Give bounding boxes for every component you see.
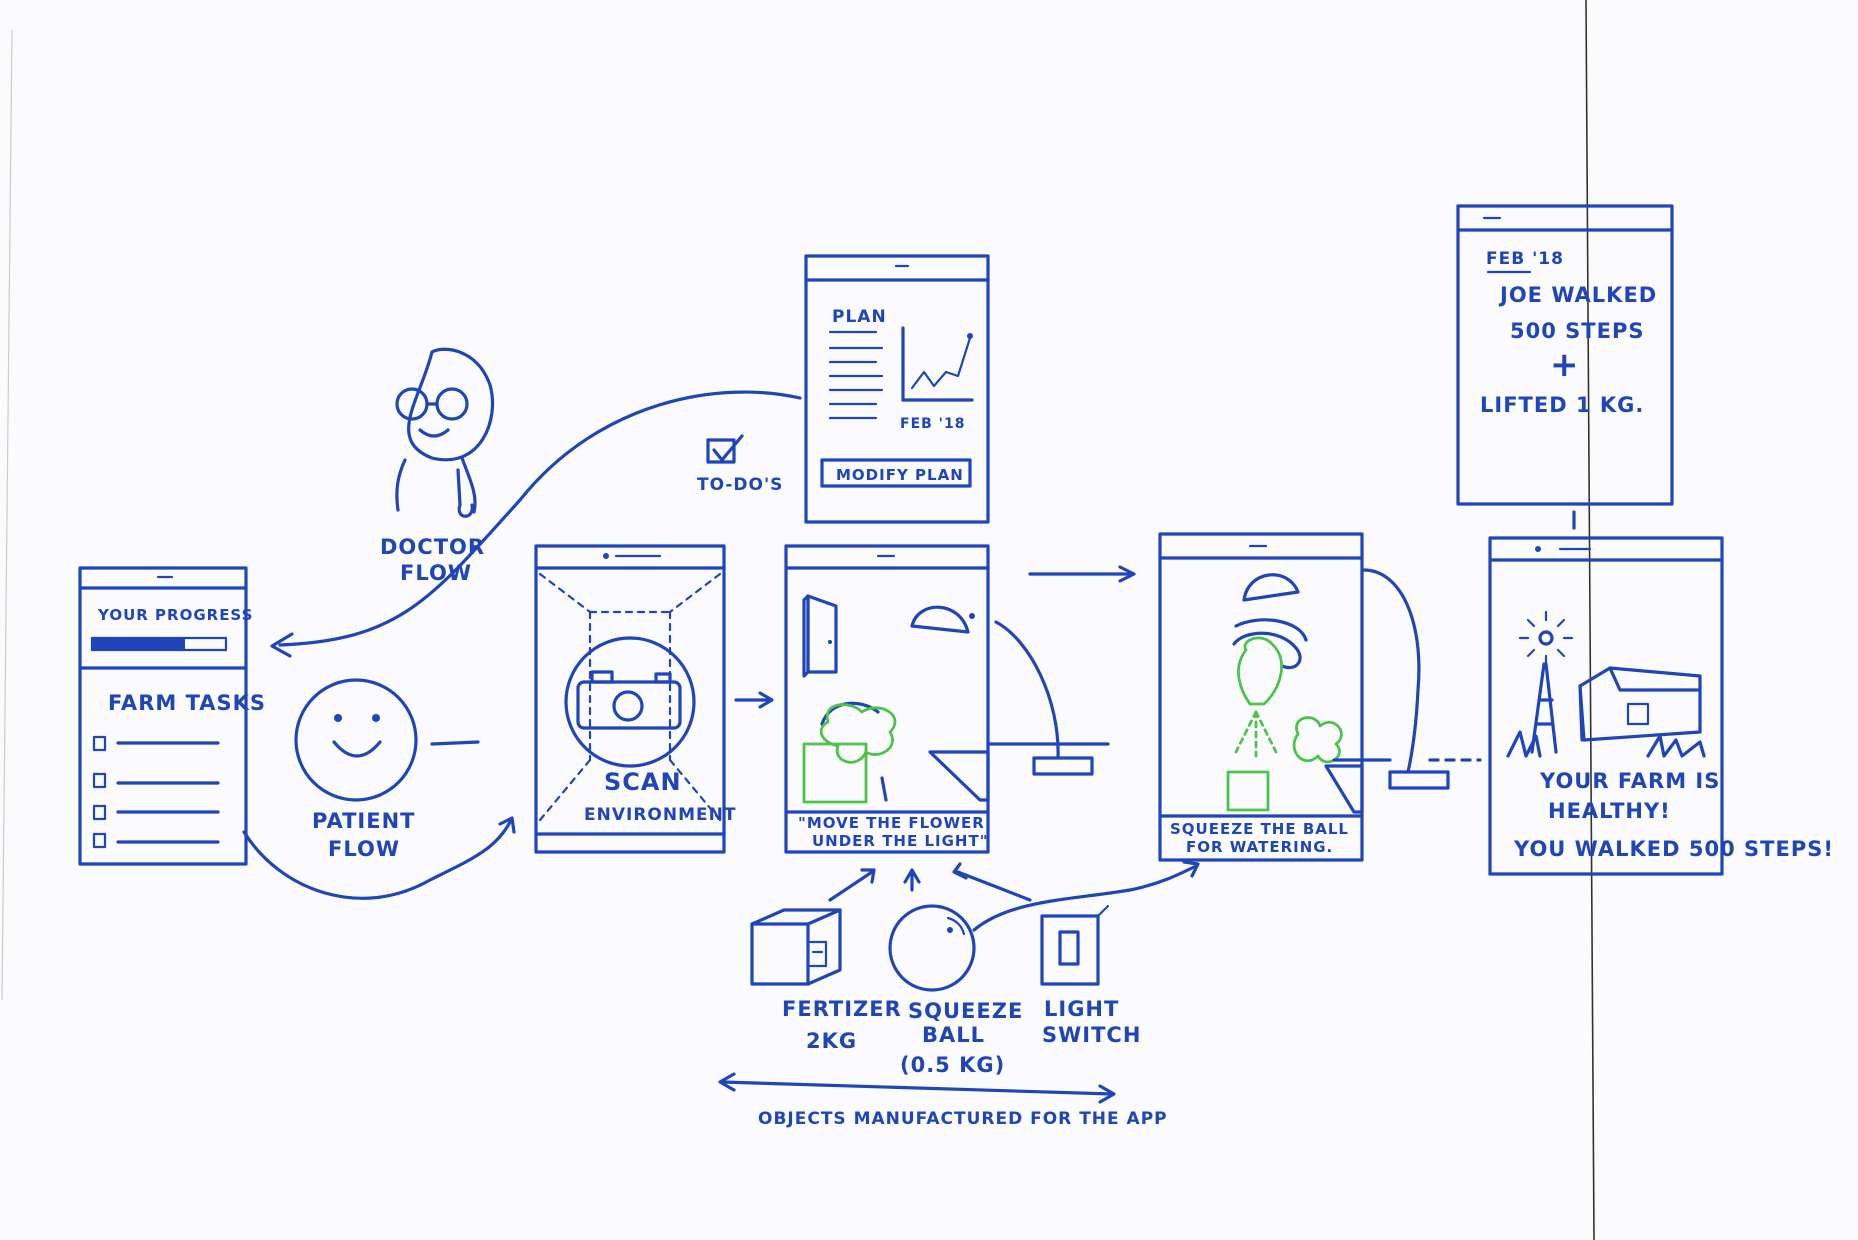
modify-plan-button[interactable] <box>820 458 972 488</box>
farm-message-2: HEALTHY! <box>1548 799 1671 823</box>
farm-message-3: YOU WALKED 500 STEPS! <box>1513 837 1834 861</box>
arrowhead <box>1118 565 1136 583</box>
patient-flow-label-2: FLOW <box>328 837 400 861</box>
arrowhead <box>758 691 774 709</box>
lamp-cord <box>994 620 1060 760</box>
light-switch-icon <box>1040 904 1110 986</box>
doctor-figure <box>395 347 495 518</box>
report-screen <box>1456 204 1674 506</box>
ball-label-3: (0.5 KG) <box>900 1053 1005 1077</box>
fertilizer-label-2: 2KG <box>806 1029 857 1053</box>
object-arrow-3 <box>956 870 1032 902</box>
watering-caption-1: SQUEEZE THE BALL <box>1170 820 1349 838</box>
plan-chart-date: FEB '18 <box>900 416 965 432</box>
arrowhead <box>1098 1084 1116 1104</box>
switch-label-2: SWITCH <box>1042 1023 1141 1047</box>
farm-illustration <box>1506 610 1706 758</box>
farm-tasks-title: FARM TASKS <box>108 691 266 715</box>
scan-screen <box>534 544 726 854</box>
hand-icon <box>1234 618 1308 642</box>
board-left-edge <box>1 29 13 1001</box>
task-list <box>92 735 220 849</box>
door-icon <box>802 594 838 678</box>
object-arrow-1 <box>828 870 874 902</box>
patient-to-scan-arrow <box>242 820 512 900</box>
lamp-base <box>1032 756 1094 776</box>
modify-plan-label: MODIFY PLAN <box>836 466 964 484</box>
scan-label: SCAN <box>604 768 682 796</box>
watering-lamp-icon <box>1242 573 1300 602</box>
camera-icon <box>576 670 682 730</box>
plan-screen <box>804 254 990 524</box>
flower-icon <box>819 703 897 764</box>
light-caption-1: "MOVE THE FLOWER <box>798 814 985 832</box>
ball-label-1: SQUEEZE <box>908 999 1023 1023</box>
board-divider-line <box>1585 0 1595 1240</box>
progress-title: YOUR PROGRESS <box>97 606 253 624</box>
watering-bulb <box>1237 636 1283 706</box>
farm-screen <box>1488 536 1724 876</box>
squeeze-ball-icon <box>888 904 976 992</box>
progress-screen: YOUR PROGRESS FARM TASKS <box>78 566 266 866</box>
lamp-icon <box>910 605 975 634</box>
patient-smiley <box>294 678 480 802</box>
watering-flower <box>1292 716 1343 764</box>
ball-label-2: BALL <box>922 1023 985 1047</box>
scan-environment-label: ENVIRONMENT <box>584 805 736 825</box>
switch-label-1: LIGHT <box>1044 997 1119 1021</box>
watering-caption-2: FOR WATERING. <box>1186 838 1333 856</box>
plan-line-chart <box>901 326 974 402</box>
watering-pot <box>1226 770 1270 812</box>
arrowhead <box>498 816 516 834</box>
report-plus: + <box>1550 345 1580 385</box>
fertilizer-box-icon <box>750 908 842 986</box>
light-caption-2: UNDER THE LIGHT" <box>812 832 989 850</box>
doctor-flow-label-1: DOCTOR <box>380 535 485 559</box>
table-icon <box>928 750 990 802</box>
doctor-to-progress-arrow <box>278 390 802 647</box>
flower-pot <box>802 742 868 804</box>
objects-caption: OBJECTS MANUFACTURED FOR THE APP <box>758 1109 1168 1129</box>
plan-title: PLAN <box>832 307 887 327</box>
report-date: FEB '18 <box>1486 249 1564 269</box>
report-line-2: 500 STEPS <box>1510 319 1644 343</box>
report-line-3: LIFTED 1 KG. <box>1480 393 1644 417</box>
todo-label: TO-DO'S <box>697 475 783 495</box>
objects-span-arrow <box>720 1080 1114 1096</box>
patient-flow-label-1: PATIENT <box>312 809 415 833</box>
ball-to-watering-arrow <box>972 864 1198 932</box>
ball-cord <box>1362 568 1421 774</box>
progress-bar <box>90 636 228 652</box>
farm-message-1: YOUR FARM IS <box>1539 769 1720 793</box>
arrowhead <box>270 632 294 658</box>
progress-bar-fill <box>93 639 185 649</box>
report-line-1: JOE WALKED <box>1498 283 1657 307</box>
light-screen <box>784 544 990 854</box>
ball-base <box>1388 770 1450 790</box>
arrowhead <box>718 1072 736 1092</box>
todo-checkbox-icon <box>706 434 744 464</box>
watering-screen <box>1158 532 1364 862</box>
fertilizer-label-1: FERTIZER <box>782 997 902 1021</box>
